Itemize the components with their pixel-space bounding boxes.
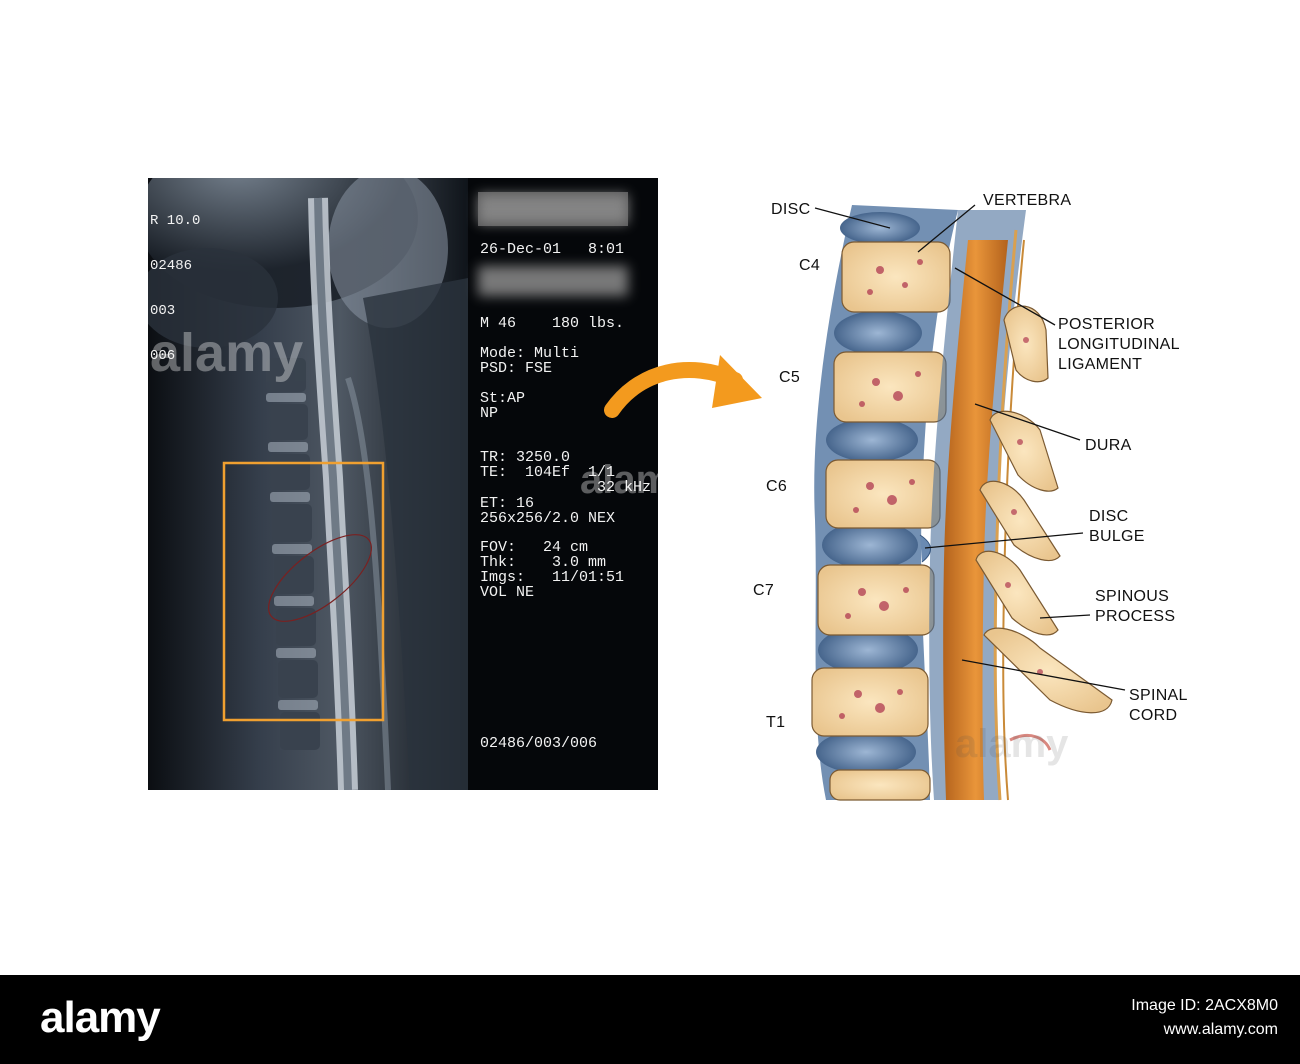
label-disc: DISC — [771, 201, 811, 218]
mri-scan-panel: R 10.0 02486 003 006 26-Dec-01 8:01 M 46… — [148, 178, 658, 790]
label-c5: C5 — [779, 369, 801, 386]
alamy-logo: alamy — [40, 993, 161, 1042]
mri-vol: VOL NE — [480, 584, 535, 601]
redacted-patient-name — [478, 194, 628, 224]
mri-thickness: Thk: 3.0 mm — [480, 554, 607, 571]
marrow-speckles — [839, 259, 923, 719]
image-id-text: Image ID: 2ACX8M0 — [1131, 997, 1278, 1014]
site-url-text: www.alamy.com — [1163, 1021, 1278, 1038]
arrow-head-icon — [712, 355, 762, 408]
label-dura: DURA — [1085, 437, 1132, 454]
mri-te: TE: 104Ef 1/1 — [480, 464, 616, 481]
label-c4: C4 — [799, 257, 821, 274]
mri-patient-stats: M 46 180 lbs. — [480, 315, 625, 332]
mri-corner-line: 02486 — [150, 258, 193, 274]
mri-et: ET: 16 — [480, 495, 535, 512]
mri-series-id: 02486/003/006 — [480, 735, 598, 752]
label-spinal-cord: SPINAL CORD — [1129, 687, 1188, 724]
spinal-cord — [943, 240, 1008, 800]
stock-footer-bar: alamy Image ID: 2ACX8M0 www.alamy.com — [0, 975, 1300, 1064]
mri-matrix: 256x256/2.0 NEX — [480, 510, 616, 527]
highlight-box — [222, 461, 385, 722]
label-vertebra: VERTEBRA — [983, 192, 1072, 209]
vertebra-group — [811, 241, 951, 801]
label-posterior-longitudinal-ligament: POSTERIOR LONGITUDINAL LIGAMENT — [1058, 316, 1180, 373]
mri-tr: TR: 3250.0 — [480, 449, 571, 466]
mri-corner-line: 006 — [150, 348, 176, 364]
mri-bandwidth: 32 kHz — [480, 479, 652, 496]
spinous-processes — [975, 305, 1113, 714]
label-t1: T1 — [766, 714, 786, 731]
label-c7: C7 — [753, 582, 775, 599]
mri-date: 26-Dec-01 8:01 — [480, 241, 625, 258]
mri-station: St:AP — [480, 390, 526, 407]
mri-sagittal-image — [148, 178, 628, 790]
mri-images: Imgs: 11/01:51 — [480, 569, 625, 586]
lesion-outline — [267, 534, 373, 622]
mri-fov: FOV: 24 cm — [480, 539, 589, 556]
label-spinous-process: SPINOUS PROCESS — [1095, 588, 1176, 625]
disc-group — [816, 212, 922, 774]
mri-psd: PSD: FSE — [480, 360, 553, 377]
spine-anatomy-diagram — [604, 204, 1126, 801]
mri-corner-info: R 10.0 02486 003 006 — [150, 184, 200, 394]
mri-np: NP — [480, 405, 499, 422]
leader-lines — [814, 204, 1126, 691]
redacted-patient-id — [478, 266, 628, 296]
mri-corner-line: 003 — [150, 303, 176, 319]
mri-corner-line: R 10.0 — [150, 213, 201, 229]
mri-mode: Mode: Multi — [480, 345, 580, 362]
label-c6: C6 — [766, 478, 788, 495]
label-disc-bulge: DISC BULGE — [1089, 508, 1145, 545]
